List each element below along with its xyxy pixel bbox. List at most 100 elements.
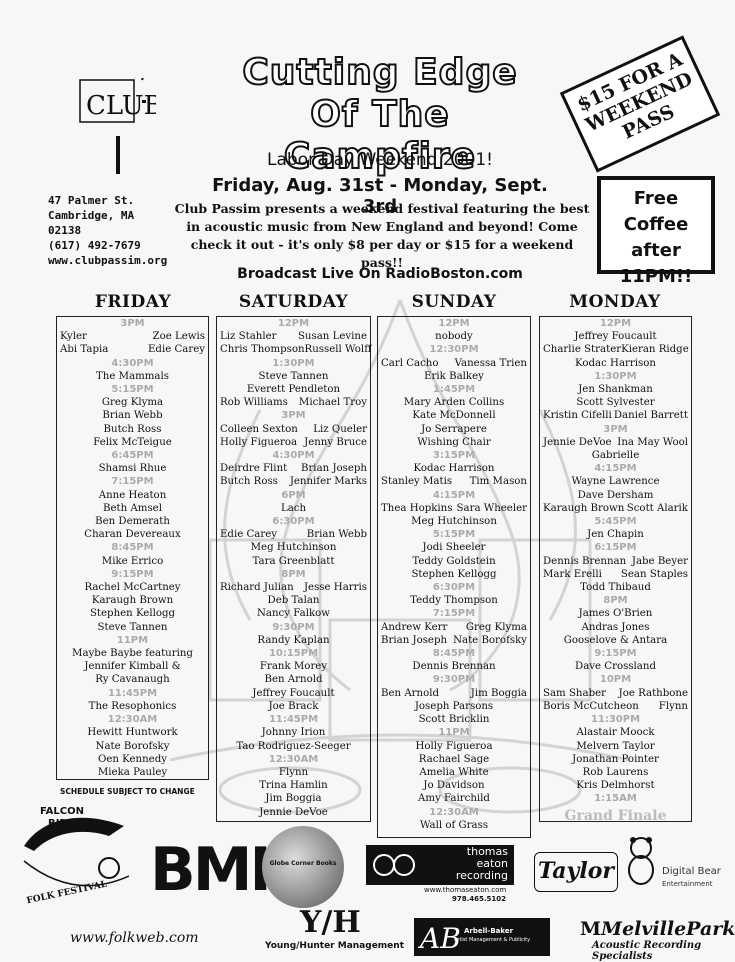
performer-name: Brian Webb	[306, 529, 367, 541]
performer-row: Ry Cavanaugh	[57, 673, 208, 686]
performer-name: Russell Wolff	[304, 344, 372, 356]
performer-row: Todd Thibaud	[540, 581, 691, 594]
bmi-logo: BMI	[150, 835, 272, 905]
performer-row: Holly Figueroa Jenny Bruce	[217, 436, 370, 449]
performer-name: Meg Hutchinson	[411, 516, 497, 528]
performer-row: Jo Serrapere	[378, 423, 530, 436]
performer-name: Everett Pendleton	[246, 384, 341, 396]
performer-name: Jenny Bruce	[304, 436, 367, 448]
performer-name: Edie Carey	[220, 529, 278, 541]
performer-name: Karaugh Brown	[543, 502, 625, 514]
performer-row: Rachel McCartney	[57, 581, 208, 594]
performer-row: Deb Talan	[217, 594, 370, 607]
performer-name: Ben Arnold	[381, 687, 440, 699]
performer-name: Wishing Chair	[417, 436, 491, 448]
performer-row: Ben Demerath	[57, 515, 208, 528]
performer-name: Liz Queler	[313, 423, 367, 435]
thomas-line-3: recording	[455, 869, 508, 882]
performer-name: Chris Thompson	[220, 344, 305, 356]
performer-row: Butch Ross	[57, 423, 208, 436]
performer-row: Maybe Baybe featuring	[57, 647, 208, 660]
performer-name: Jim Boggia	[265, 793, 322, 805]
performer-name: Abi Tapia	[60, 344, 109, 356]
performer-name: Michael Troy	[298, 397, 367, 409]
performer-name: Jen Chapin	[587, 529, 644, 541]
globe-corner-books-logo: Globe Corner Books	[262, 826, 344, 908]
performer-name: Jennifer Marks	[289, 476, 367, 488]
performer-name: Joe Rathbone	[618, 687, 688, 699]
time-slot: 11PM	[438, 727, 470, 739]
address-phone: (617) 492-7679	[48, 239, 141, 252]
performer-name: Sara Wheeler	[456, 502, 527, 514]
performer-name: Hewitt Huntwork	[87, 727, 178, 739]
performer-name: Stephen Kellogg	[89, 608, 176, 620]
performer-row: Meg Hutchinson	[378, 515, 530, 528]
performer-name: Trina Hamlin	[259, 780, 328, 792]
performer-row: Jonathan Pointer	[540, 753, 691, 766]
performer-name: Scott Bricklin	[418, 714, 490, 726]
performer-name: Scott Alarik	[626, 502, 688, 514]
performer-name: Butch Ross	[220, 476, 278, 488]
digital-bear-text: Digital Bear Entertainment	[662, 866, 721, 890]
performer-row: Steve Tannen	[217, 370, 370, 383]
performer-name: Greg Klyma	[465, 621, 527, 633]
time-slot: 8:45PM	[432, 648, 476, 660]
thomas-web: www.thomaseaton.com	[424, 886, 507, 894]
time-slot: 9:15PM	[594, 648, 637, 660]
time-slot: 1:30PM	[594, 370, 637, 382]
young-hunter-text: Young/Hunter Management	[265, 941, 404, 951]
performer-row: Trina Hamlin	[217, 779, 370, 792]
performer-name: Todd Thibaud	[580, 582, 651, 594]
melville-name: MelvillePark	[601, 918, 735, 940]
performer-name: Brian Joseph	[381, 634, 448, 646]
performer-name: Thea Hopkins	[381, 502, 453, 514]
performer-row: Everett Pendleton	[217, 383, 370, 396]
time-slot: 3PM	[281, 410, 306, 422]
recorder-icon	[373, 854, 415, 876]
time-slot: 12:30AM	[268, 753, 319, 765]
performer-name: Dennis Brennan	[412, 661, 496, 673]
performer-name: Rachel McCartney	[84, 582, 181, 594]
performer-name: Mark Erelli	[543, 568, 602, 580]
time-slot: 11:45PM	[268, 714, 319, 726]
performer-name: Holly Figueroa	[220, 436, 298, 448]
performer-row: Jeffrey Foucault	[217, 687, 370, 700]
performer-name: Ina May Wool	[617, 436, 688, 448]
performer-row: Dennis Brennan	[378, 660, 530, 673]
performer-name: Randy Kaplan	[257, 634, 330, 646]
performer-name: Jabe Beyer	[631, 555, 688, 567]
performer-row: Jeffrey Foucault	[540, 330, 691, 343]
performer-name: Melvern Taylor	[576, 740, 655, 752]
performer-name: Jim Boggia	[470, 687, 527, 699]
performer-row: nobody	[378, 330, 530, 343]
time-slot: 9:15PM	[111, 568, 154, 580]
performer-name: Jennie DeVoe	[259, 806, 328, 818]
performer-name: Carl Cacho	[381, 357, 439, 369]
time-slot: 9:30PM	[432, 674, 476, 686]
performer-row: Scott Sylvester	[540, 396, 691, 409]
coffee-line-3: 11PM!!	[619, 266, 693, 287]
globe-text: Globe Corner Books	[269, 860, 337, 867]
time-slot: 12:30AM	[107, 714, 158, 726]
time-slot: 5:45PM	[594, 516, 637, 528]
performer-name: Jonathan Pointer	[572, 753, 659, 765]
weekend-pass-badge: $15 FOR A WEEKEND PASS	[559, 35, 721, 173]
time-slot: 4:30PM	[272, 450, 315, 462]
performer-row: Rachael Sage	[378, 753, 530, 766]
performer-name: Richard Julian	[220, 582, 294, 594]
day-header-saturday: SATURDAY	[238, 292, 349, 312]
taylor-logo: Taylor	[534, 852, 618, 892]
performer-row: Johnny Irion	[217, 726, 370, 739]
arbell-mark: AB	[420, 922, 461, 955]
club-passim-logo: CLUB	[79, 78, 156, 174]
falcon-line-2: RIDGE	[48, 818, 83, 829]
digital-bear-icon	[626, 836, 656, 886]
performer-name: The Resophonics	[88, 700, 177, 712]
performer-name: Frank Morey	[259, 661, 328, 673]
